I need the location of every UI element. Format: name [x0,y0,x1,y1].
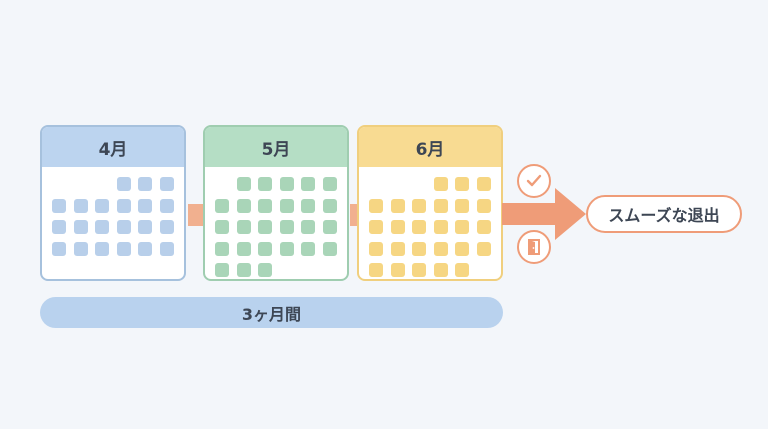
day-cell [73,220,88,234]
day-cell [390,241,405,256]
day-cell [301,220,315,234]
day-cell [159,198,174,213]
day-cell [390,220,405,234]
day-cell [433,263,448,277]
day-cell [369,220,383,234]
day-cell [322,220,337,234]
day-cell [236,263,251,277]
day-cell [301,241,315,256]
day-cell [390,263,405,277]
day-cell [455,220,469,234]
day-cell [236,198,251,213]
calendar-april-month: 4月 [98,139,128,160]
day-cell [236,177,251,191]
day-cell [322,241,337,256]
day-cell [159,241,174,256]
day-cell [258,220,272,234]
day-cell [369,241,383,256]
day-cell [369,198,383,213]
day-cell [476,198,491,213]
day-cell [390,198,405,213]
day-cell [476,177,491,191]
day-cell [236,241,251,256]
day-cell [138,177,152,191]
day-cell [455,263,469,277]
day-cell [412,241,426,256]
day-cell [476,241,491,256]
day-cell [95,198,109,213]
connector-1 [188,204,204,226]
day-cell [159,220,174,234]
day-cell [52,220,66,234]
day-cell [433,198,448,213]
day-cell [52,198,66,213]
day-cell [279,220,294,234]
day-cell [258,198,272,213]
day-cell [433,241,448,256]
calendar-may: 5月 [203,125,349,281]
calendar-june-month: 6月 [415,139,445,160]
day-cell [116,177,131,191]
day-cell [52,241,66,256]
arrow-shape [502,188,586,240]
day-cell [301,198,315,213]
day-cell [215,220,229,234]
day-cell [279,241,294,256]
day-cell [279,177,294,191]
day-cell [116,220,131,234]
day-cell [412,198,426,213]
day-cell [236,220,251,234]
calendar-may-header: 5月 [205,127,347,167]
day-cell [95,220,109,234]
day-cell [215,263,229,277]
duration-bar: 3ヶ月間 [40,297,503,328]
day-cell [412,263,426,277]
day-cell [215,198,229,213]
day-cell [73,198,88,213]
result-pill: スムーズな退出 [586,195,742,233]
day-cell [455,198,469,213]
day-cell [258,263,272,277]
duration-label: 3ヶ月間 [241,304,302,324]
day-cell [476,220,491,234]
day-cell [73,241,88,256]
calendar-april: 4月 [40,125,186,281]
day-cell [322,198,337,213]
day-cell [138,198,152,213]
day-cell [138,220,152,234]
day-cell [322,177,337,191]
check-icon [517,164,551,198]
day-cell [138,241,152,256]
calendar-may-month: 5月 [261,139,291,160]
day-cell [433,177,448,191]
day-cell [279,198,294,213]
day-cell [433,220,448,234]
result-label: スムーズな退出 [608,206,720,225]
day-cell [258,177,272,191]
day-cell [301,177,315,191]
calendar-june: 6月 [357,125,503,281]
calendar-june-header: 6月 [359,127,501,167]
day-cell [258,241,272,256]
connector-2 [350,204,358,226]
day-cell [215,241,229,256]
day-cell [455,241,469,256]
day-cell [412,220,426,234]
calendar-april-header: 4月 [42,127,184,167]
day-cell [116,198,131,213]
day-cell [95,241,109,256]
day-cell [159,177,174,191]
day-cell [116,241,131,256]
day-cell [455,177,469,191]
day-cell [369,263,383,277]
exit-door-icon [517,230,551,264]
